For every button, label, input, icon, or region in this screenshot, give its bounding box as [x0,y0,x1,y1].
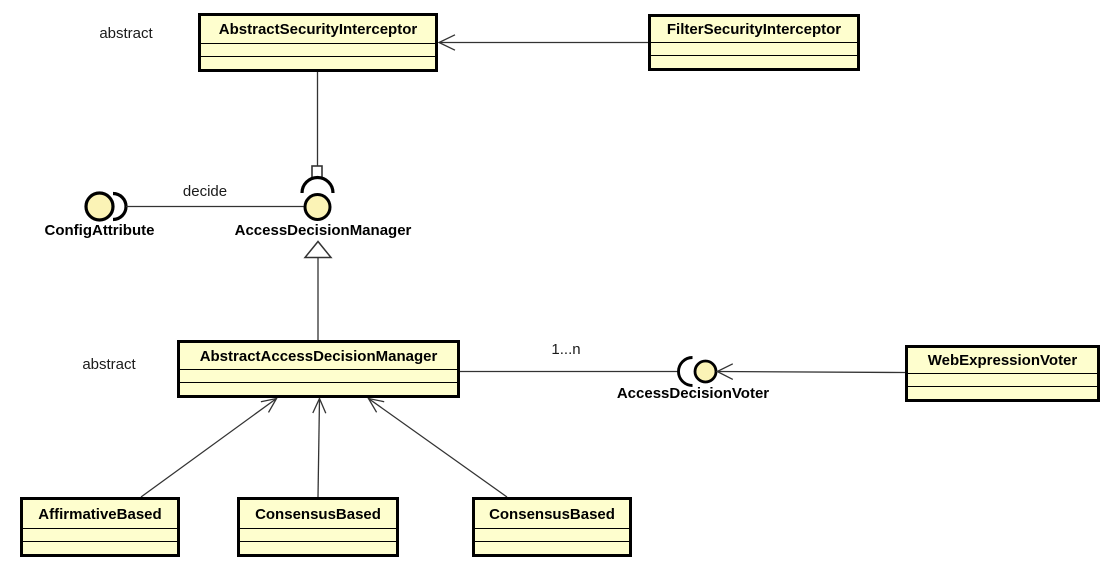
methods-compartment [23,541,177,554]
interface-ball-access-decision-voter [693,359,718,384]
class-consensus-based-2: ConsensusBased [472,497,632,557]
open-arrowhead-icon [367,397,385,413]
class-title: AbstractAccessDecisionManager [199,347,438,365]
edge-affirmative-generalization [140,397,277,498]
stereotype-abstract-middle: abstract [82,356,136,373]
edge-label-multiplicity: 1...n [551,341,581,358]
class-filter-security-interceptor: FilterSecurityInterceptor [648,14,860,71]
methods-compartment [201,56,435,69]
open-arrowhead-icon [312,396,327,414]
interface-ball-access-decision-manager [303,193,332,221]
attributes-compartment [240,528,396,541]
class-title: ConsensusBased [255,505,381,523]
interface-label-config-attribute: ConfigAttribute [44,222,155,239]
methods-compartment [180,382,457,395]
interface-label-access-decision-manager: AccessDecisionManager [234,222,412,239]
edge-webexpression-to-voter [717,370,906,374]
class-title: WebExpressionVoter [927,352,1078,369]
socket-icon-config-attribute [112,191,128,222]
interface-ball-config-attribute [84,191,115,222]
open-arrowhead-icon [260,397,278,413]
attributes-compartment [651,42,857,55]
edge-label-decide: decide [182,183,228,200]
interface-label-access-decision-voter: AccessDecisionVoter [616,385,770,402]
open-arrowhead-icon [437,34,456,51]
attributes-compartment [201,43,435,56]
open-arrowhead-icon [715,363,734,380]
socket-icon-access-decision-manager [300,175,335,194]
attributes-compartment [475,528,629,541]
class-title: AbstractSecurityInterceptor [218,21,418,38]
methods-compartment [908,386,1097,399]
methods-compartment [240,541,396,554]
edge-consensus2-generalization [368,397,508,498]
class-abstract-security-interceptor: AbstractSecurityInterceptor [198,13,438,72]
methods-compartment [475,541,629,554]
attributes-compartment [180,369,457,382]
edge-consensus1-generalization [317,398,321,498]
attributes-compartment [908,373,1097,386]
methods-compartment [651,55,857,68]
socket-icon-access-decision-voter [677,356,693,387]
class-web-expression-voter: WebExpressionVoter [905,345,1100,402]
class-title: FilterSecurityInterceptor [666,21,842,38]
stereotype-abstract-top: abstract [99,25,153,42]
class-affirmative-based: AffirmativeBased [20,497,180,557]
generalization-triangle-icon [303,240,333,259]
class-abstract-access-decision-manager: AbstractAccessDecisionManager [177,340,460,398]
attributes-compartment [23,528,177,541]
class-consensus-based-1: ConsensusBased [237,497,399,557]
class-title: AffirmativeBased [38,505,162,523]
class-title: ConsensusBased [489,505,615,523]
